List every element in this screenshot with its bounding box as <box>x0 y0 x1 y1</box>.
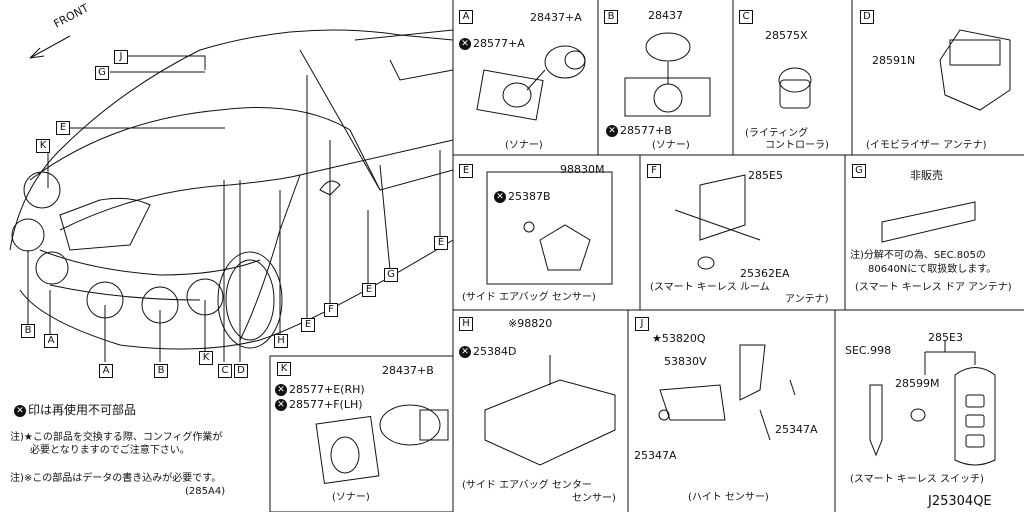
non-reusable-icon: ✕ <box>14 404 26 417</box>
callout-e: E <box>56 121 70 135</box>
legend-note-2: 必要となりますのでご注意下さい。 <box>30 445 190 456</box>
panel-e-part-x-text: 25387B <box>508 190 551 203</box>
panel-c-letter: C <box>739 10 753 24</box>
key-panel-part-mid: 28599M <box>895 377 940 390</box>
panel-k-part-x1-text: 28577+E(RH) <box>289 383 365 396</box>
callout-e-2: E <box>301 318 315 332</box>
callout-a: A <box>44 334 58 348</box>
panel-k-part-top: 28437+B <box>382 364 434 377</box>
panel-e-caption: (サイド エアバッグ センサー) <box>462 292 596 303</box>
panel-b-caption: (ソナー) <box>652 140 690 151</box>
non-reusable-icon: ✕ <box>606 125 618 137</box>
callout-g: G <box>95 66 109 80</box>
panel-e-part-x: ✕25387B <box>494 191 551 203</box>
panel-k-part-x1: ✕28577+E(RH) <box>275 384 365 396</box>
callout-f: F <box>324 303 338 317</box>
callout-k: K <box>36 139 50 153</box>
panel-h-part-x: ✕25384D <box>459 346 516 358</box>
panel-e-part-top: 98830M <box>560 163 605 176</box>
panel-f-letter: F <box>647 164 661 178</box>
callout-h: H <box>274 334 288 348</box>
panel-k-caption: (ソナー) <box>332 492 370 503</box>
panel-f-caption-2: アンテナ) <box>785 294 829 305</box>
callout-d: D <box>234 364 248 378</box>
callout-b: B <box>21 324 35 338</box>
panel-k-part-x2-text: 28577+F(LH) <box>289 398 363 411</box>
panel-a-part-top: 28437+A <box>530 11 582 24</box>
diagram-id: J25304QE <box>928 494 992 509</box>
callout-k-2: K <box>199 351 213 365</box>
panel-k-part-x2: ✕28577+F(LH) <box>275 399 363 411</box>
panel-a-letter: A <box>459 10 473 24</box>
panel-k-letter: K <box>277 362 291 376</box>
panel-j-part-2: 53830V <box>664 355 707 368</box>
panel-c-part: 28575X <box>765 29 808 42</box>
non-reusable-icon: ✕ <box>275 384 287 396</box>
panel-g-caption: (スマート キーレス ドア アンテナ) <box>855 282 1012 293</box>
panel-d-part: 28591N <box>872 54 916 67</box>
callout-b-2: B <box>154 364 168 378</box>
panel-j-caption: (ハイト センサー) <box>688 492 769 503</box>
panel-h-caption-2: センサー) <box>572 493 616 504</box>
panel-c-caption-1: (ライティング <box>745 128 809 139</box>
panel-g-label: 非販売 <box>910 169 943 182</box>
panel-j-part-3: 25347A <box>775 423 818 436</box>
callout-j: J <box>114 50 128 64</box>
legend-note-1: 注)★この部品を交換する際、コンフィグ作業が <box>10 432 223 443</box>
panel-h-part-x-text: 25384D <box>473 345 517 358</box>
panel-a-part-x: ✕28577+A <box>459 38 525 50</box>
legend-note-3: 注)※この部品はデータの書き込みが必要です。 <box>10 473 222 484</box>
panel-b-letter: B <box>604 10 618 24</box>
panel-a-part-x-text: 28577+A <box>473 37 525 50</box>
panel-g-letter: G <box>852 164 866 178</box>
panel-e-letter: E <box>459 164 473 178</box>
legend-note-4: (285A4) <box>185 486 226 497</box>
panel-b-part-x-text: 28577+B <box>620 124 672 137</box>
panel-c-caption-2: コントローラ) <box>765 140 829 151</box>
panel-j-letter: J <box>635 317 649 331</box>
callout-e-4: E <box>434 236 448 250</box>
panel-g-note-1: 注)分解不可の為、SEC.805の <box>850 250 986 261</box>
panel-f-caption-1: (スマート キーレス ルーム <box>650 282 770 293</box>
key-panel-sec: SEC.998 <box>845 344 892 357</box>
panel-h-letter: H <box>459 317 473 331</box>
panel-h-part-top: ※98820 <box>508 317 553 330</box>
panel-d-letter: D <box>860 10 874 24</box>
callout-a-2: A <box>99 364 113 378</box>
non-reusable-icon: ✕ <box>459 346 471 358</box>
panel-b-part-x: ✕28577+B <box>606 125 672 137</box>
panel-b-part-top: 28437 <box>648 9 683 22</box>
callout-g-2: G <box>384 268 398 282</box>
panel-j-part-star: ★53820Q <box>652 332 706 345</box>
key-panel-caption: (スマート キーレス スイッチ) <box>850 474 984 485</box>
callout-c: C <box>218 364 232 378</box>
panel-f-part-top: 285E5 <box>748 169 783 182</box>
panel-f-part-bottom: 25362EA <box>740 267 790 280</box>
non-reusable-icon: ✕ <box>494 191 506 203</box>
panel-g-note-2: 80640Nにて取扱致します。 <box>868 264 997 275</box>
callout-e-3: E <box>362 283 376 297</box>
panel-j-part-4: 25347A <box>634 449 677 462</box>
key-panel-part-top: 285E3 <box>928 331 963 344</box>
non-reusable-icon: ✕ <box>275 399 287 411</box>
panel-d-caption: (イモビライザー アンテナ) <box>866 140 987 151</box>
panel-a-caption: (ソナー) <box>505 140 543 151</box>
legend-non-reusable: ✕印は再使用不可部品 <box>14 404 136 417</box>
panel-h-caption-1: (サイド エアバッグ センター <box>462 480 592 491</box>
non-reusable-icon: ✕ <box>459 38 471 50</box>
legend-non-reusable-text: 印は再使用不可部品 <box>28 403 137 417</box>
